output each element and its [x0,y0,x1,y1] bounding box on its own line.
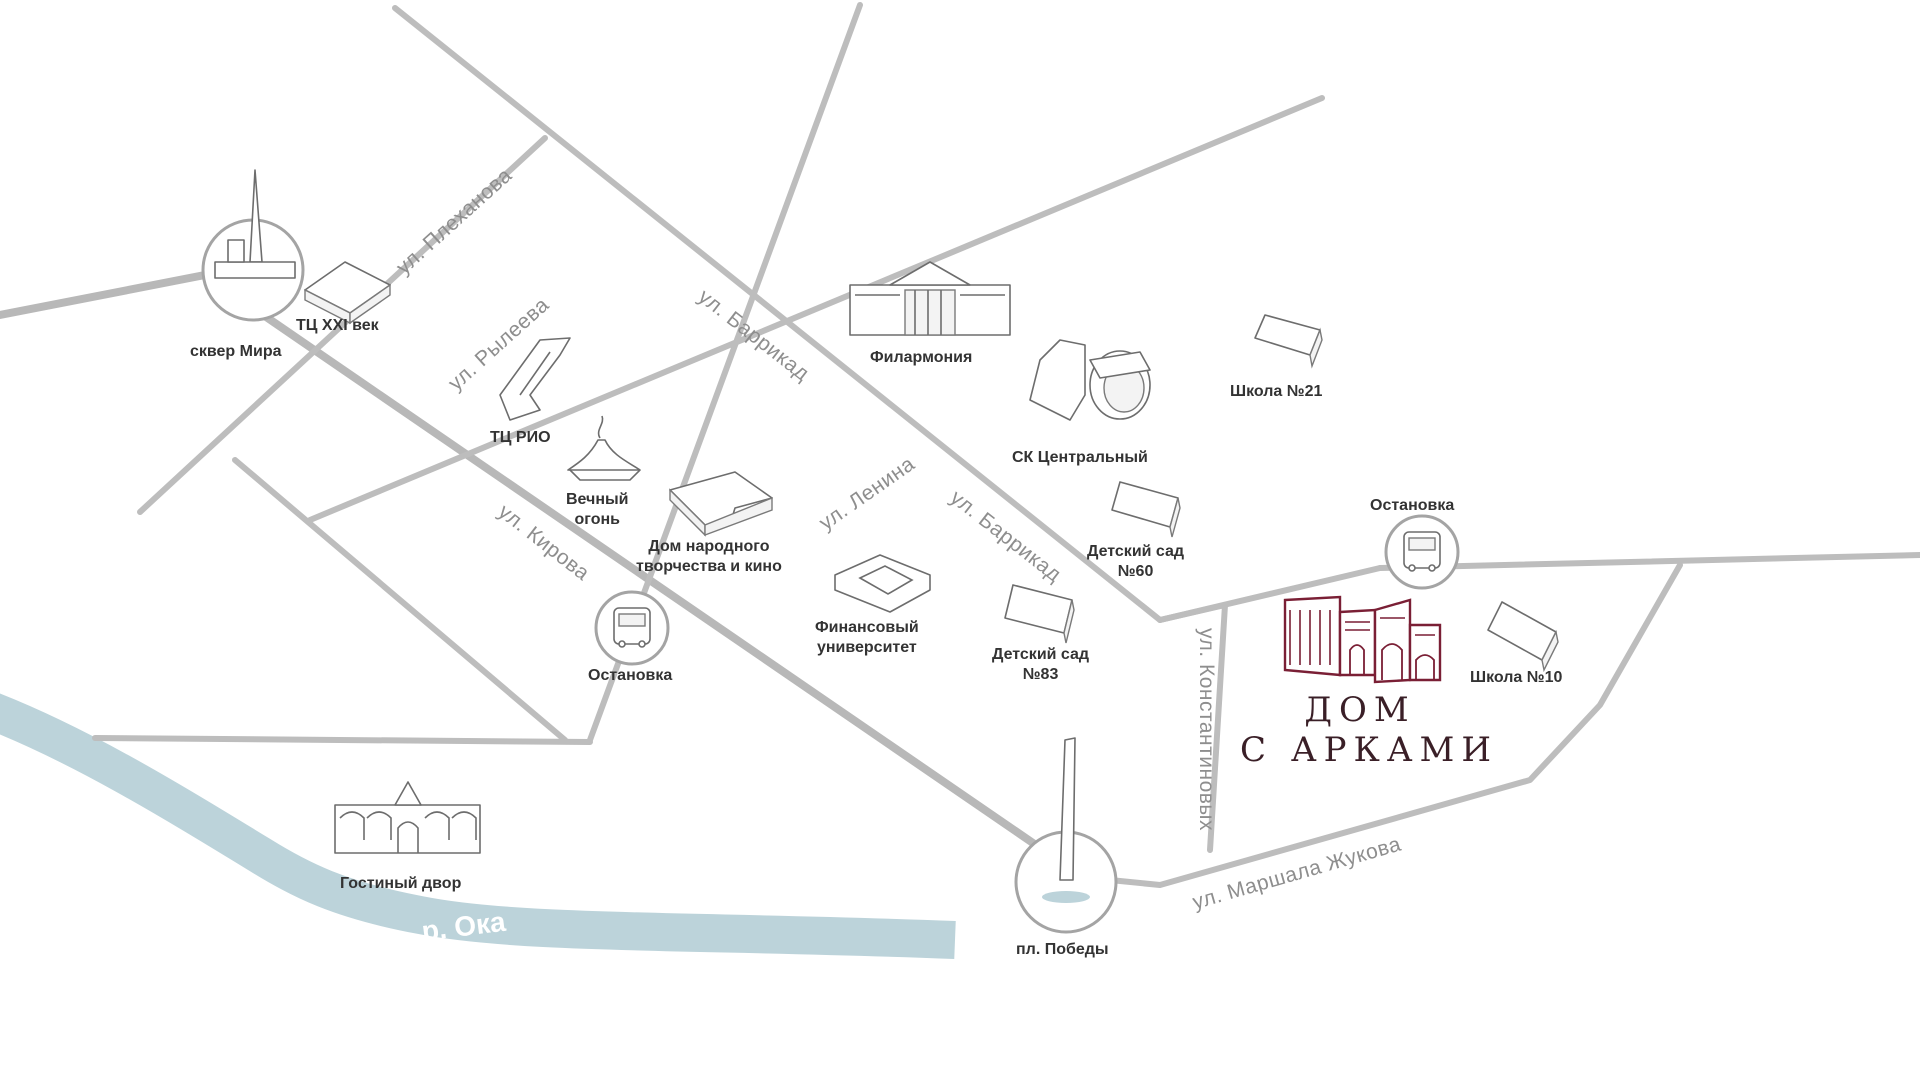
label-ostanovka-east: Остановка [1370,497,1455,514]
label-fin-univer-line2: университет [816,639,917,656]
label-fin-univer-line1: Финансовый [815,619,919,636]
label-detsad-60: Детский сад №60 [1087,542,1184,582]
label-detsad-83-line2: №83 [1022,666,1059,683]
tc-rio-building-icon [499,337,571,421]
gostiny-dvor-building-icon [334,781,481,854]
dom-tvorchestva-building-icon [669,471,773,537]
ostanovka-east-bus-icon [1384,514,1460,590]
label-dom-tvorchestva-line2: творчества и кино [636,558,782,575]
label-shkola-10: Школа №10 [1470,669,1563,686]
river-oka [0,693,956,959]
label-fin-univer: Финансовый университет [815,618,919,658]
label-pl-pobedy: пл. Победы [1016,941,1109,958]
label-detsad-83-line1: Детский сад [992,646,1090,663]
sk-centralny-building-icon [1029,339,1151,421]
label-vechny-ogon-line1: Вечный [566,491,629,508]
label-shkola-21: Школа №21 [1230,383,1323,400]
shkola-21-building-icon [1254,314,1323,369]
label-tc-rio: ТЦ РИО [490,429,551,446]
fin-univer-building-icon [834,554,931,613]
road-network [0,2,1920,888]
label-filarmoniya: Филармония [870,349,973,366]
label-detsad-60-line1: Детский сад [1087,543,1185,560]
detsad-60-building-icon [1111,481,1181,538]
dom-s-arkami-building-icon [1283,595,1442,684]
brand-line2: С АРКАМИ [1240,730,1498,770]
obelisk-icon [249,169,263,263]
label-tc-xxi: ТЦ XXI век [296,317,379,334]
label-vechny-ogon-line2: огонь [574,511,621,528]
label-skver-mira: сквер Мира [190,343,282,360]
shkola-10-building-icon [1487,601,1559,673]
eternal-flame-icon [567,415,641,481]
pl-pobedy-monument [1014,737,1118,934]
tc-xxi-building-icon [304,261,391,325]
monument-base-icon [214,261,296,279]
label-detsad-83: Детский сад №83 [992,645,1089,685]
obelisk-icon [1059,737,1076,881]
label-dom-tvorchestva-line1: Дом народного [648,538,770,555]
label-gostiny-dvor: Гостиный двор [340,875,462,892]
label-detsad-60-line2: №60 [1117,563,1154,580]
ostanovka-west-bus-icon [594,590,670,666]
label-dom-tvorchestva: Дом народного творчества и кино [636,537,782,577]
brand-dom-s-arkami: ДОМ С АРКАМИ [1240,690,1498,770]
filarmoniya-building-icon [849,261,1011,336]
label-sk-centralny: СК Центральный [1012,449,1148,466]
street-label-konstantinovykh: ул. Константиновых [1195,628,1218,832]
label-ostanovka-west: Остановка [588,667,673,684]
detsad-83-building-icon [1004,584,1075,644]
label-vechny-ogon: Вечный огонь [566,490,629,530]
brand-line1: ДОМ [1304,690,1416,730]
skver-mira-monument [201,169,305,322]
